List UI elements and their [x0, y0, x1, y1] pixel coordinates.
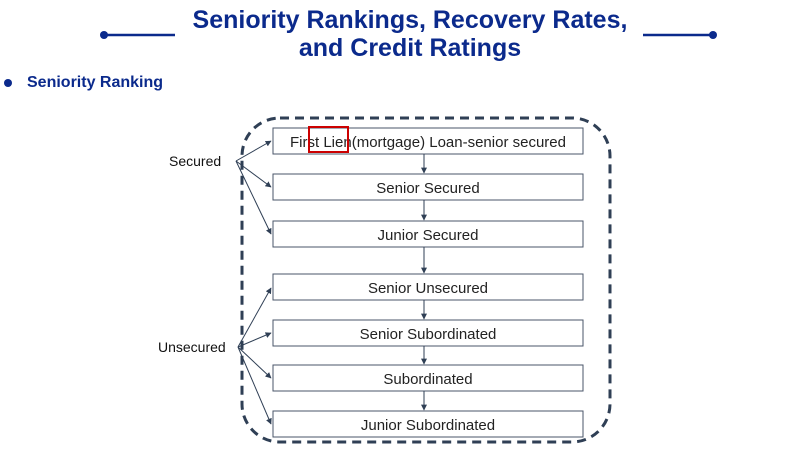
rank-box-4: Senior Subordinated: [272, 319, 584, 347]
title-decoration: [100, 31, 717, 39]
group-label-secured: Secured: [169, 153, 221, 169]
title-right-dot: [709, 31, 717, 39]
rank-box-3: Senior Unsecured: [272, 273, 584, 301]
group-label-unsecured: Unsecured: [158, 339, 226, 355]
section-bullet: Seniority Ranking: [4, 74, 163, 92]
page-title-line1: Seniority Rankings, Recovery Rates,: [192, 6, 628, 34]
page-title-line2: and Credit Ratings: [298, 34, 522, 62]
page-title: Seniority Rankings, Recovery Rates, and …: [150, 6, 670, 62]
rank-label-1: Senior Secured: [376, 180, 479, 197]
unsecured-arrow-3: [237, 346, 272, 425]
lien-highlight-box: [308, 126, 349, 153]
secured-arrow-2: [235, 160, 272, 235]
rank-label-0: First Lien(mortgage) Loan-senior secured: [290, 134, 566, 151]
rank-box-6: Junior Subordinated: [272, 410, 584, 438]
bullet-icon: [4, 79, 12, 87]
rank-label-5: Subordinated: [383, 371, 472, 388]
rank-box-5: Subordinated: [272, 364, 584, 392]
rank-label-3: Senior Unsecured: [368, 280, 488, 297]
unsecured-arrow-0: [237, 287, 272, 348]
unsecured-arrow-2: [237, 346, 272, 379]
title-left-dot: [100, 31, 108, 39]
rank-label-6: Junior Subordinated: [361, 417, 495, 434]
rank-box-1: Senior Secured: [272, 173, 584, 201]
rank-box-0: First Lien(mortgage) Loan-senior secured: [272, 126, 584, 155]
rank-label-4: Senior Subordinated: [360, 326, 497, 343]
secured-arrow-0: [235, 140, 272, 162]
section-heading: Seniority Ranking: [27, 74, 164, 91]
rank-box-2: Junior Secured: [272, 220, 584, 248]
rank-label-2: Junior Secured: [378, 227, 479, 244]
secured-arrow-1: [235, 160, 272, 188]
unsecured-arrow-1: [237, 332, 272, 348]
